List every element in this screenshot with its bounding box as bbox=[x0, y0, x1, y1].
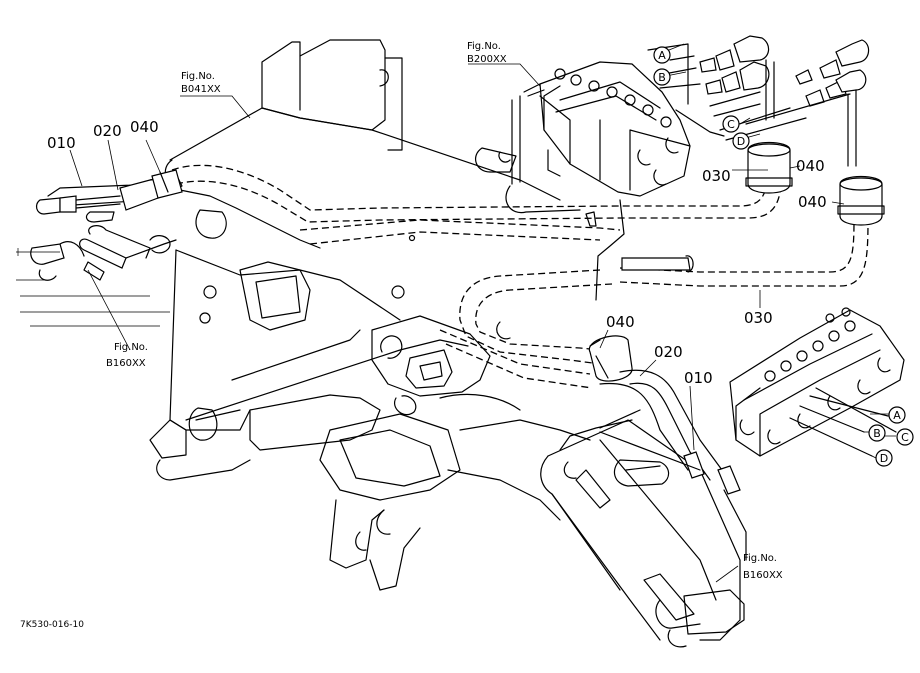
callout-010-center: 010 bbox=[684, 369, 713, 387]
callout-020-left: 020 bbox=[93, 122, 122, 140]
control-valve-top bbox=[523, 61, 691, 197]
callout-040-right: 040 bbox=[798, 193, 827, 211]
drawing-code: 7K530-016-10 bbox=[20, 620, 84, 630]
valve-connectors bbox=[474, 95, 694, 340]
callout-010-left: 010 bbox=[47, 134, 76, 152]
port-letter-b-top: B bbox=[658, 71, 666, 84]
part-callouts: 010 020 040 030 040 040 030 040 020 010 bbox=[47, 118, 827, 387]
port-letter-a-top: A bbox=[658, 49, 666, 62]
port-letters-right: A B C D bbox=[868, 406, 914, 467]
port-letter-d-right: D bbox=[880, 452, 888, 465]
figref-b160-right-code: B160XX bbox=[743, 570, 783, 581]
figref-b200-code: B200XX bbox=[467, 54, 507, 65]
figure-references: Fig.No. B041XX Fig.No. B200XX Fig.No. B1… bbox=[106, 41, 783, 581]
swing-bracket bbox=[319, 315, 591, 591]
callout-040-left: 040 bbox=[130, 118, 159, 136]
callout-030-bottom: 030 bbox=[744, 309, 773, 327]
figref-b041-label: Fig.No. bbox=[181, 71, 215, 82]
boom-cylinder bbox=[540, 409, 745, 648]
lower-hoses bbox=[599, 369, 747, 561]
port-letters-top: A B C D bbox=[653, 46, 750, 150]
callout-030-top: 030 bbox=[702, 167, 731, 185]
figref-b160-left-code: B160XX bbox=[106, 358, 146, 369]
port-letter-c-top: C bbox=[727, 118, 735, 131]
figref-b160-right-label: Fig.No. bbox=[743, 553, 777, 564]
port-letter-d-top: D bbox=[737, 135, 745, 148]
figref-b160-left-label: Fig.No. bbox=[114, 342, 148, 353]
callout-040-center: 040 bbox=[606, 313, 635, 331]
port-letter-a-right: A bbox=[893, 409, 901, 422]
clamps-040 bbox=[151, 141, 885, 382]
callout-040-top-right: 040 bbox=[796, 157, 825, 175]
control-valve-right bbox=[729, 307, 905, 457]
main-frame bbox=[149, 39, 561, 481]
port-letter-c-right: C bbox=[901, 431, 909, 444]
port-letter-b-right: B bbox=[873, 427, 881, 440]
figref-b200-label: Fig.No. bbox=[467, 41, 501, 52]
figref-b041-code: B041XX bbox=[181, 84, 221, 95]
callout-020-center: 020 bbox=[654, 343, 683, 361]
